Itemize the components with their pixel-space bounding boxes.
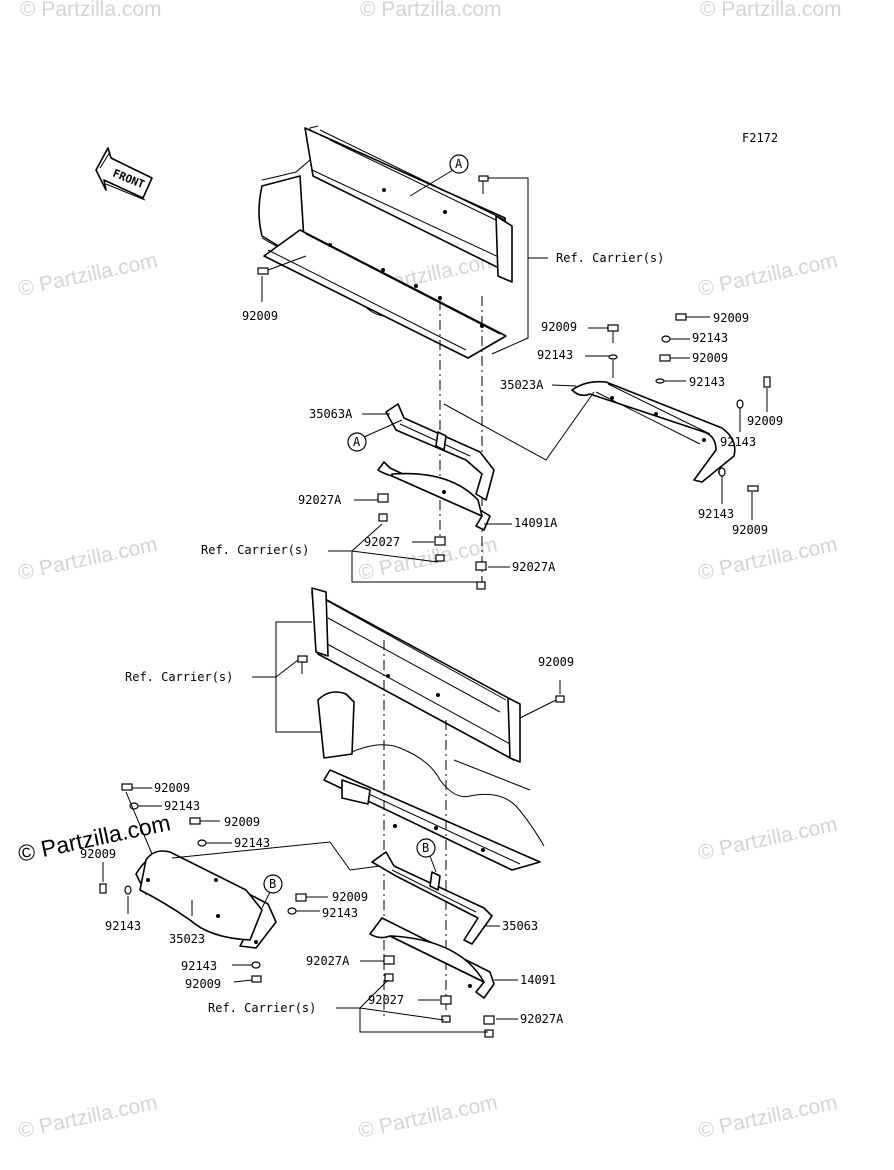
label-35063: 35063 <box>502 919 538 933</box>
watermark: © Partzilla.com <box>360 0 502 21</box>
watermark: © Partzilla.com <box>696 249 839 301</box>
label-35023: 35023 <box>169 932 205 946</box>
label-ref-carrier: Ref. Carrier(s) <box>556 251 664 265</box>
label-92143: 92143 <box>234 836 270 850</box>
label-ref-carrier: Ref. Carrier(s) <box>208 1001 316 1015</box>
watermark: © Partzilla.com <box>16 1091 159 1143</box>
label-92009: 92009 <box>80 847 116 861</box>
callout-a-top: A <box>409 154 469 197</box>
fender-35023a <box>571 380 736 483</box>
label-92009: 92009 <box>154 781 190 795</box>
lower-carrier-body <box>311 587 545 871</box>
bolt-icon <box>297 655 308 674</box>
bolt-icon <box>478 175 489 194</box>
nut-icon <box>383 955 495 1038</box>
label-92143: 92143 <box>689 375 725 389</box>
label-ref-carrier: Ref. Carrier(s) <box>125 670 233 684</box>
label-92027a: 92027A <box>298 493 342 507</box>
label-92009: 92009 <box>732 523 768 537</box>
bracket-35063 <box>371 851 493 945</box>
label-92009: 92009 <box>541 320 577 334</box>
label-92009: 92009 <box>242 309 278 323</box>
label-92143: 92143 <box>698 507 734 521</box>
label-92009: 92009 <box>224 815 260 829</box>
watermark: © Partzilla.com <box>696 813 839 865</box>
nut-icon <box>377 493 487 590</box>
bracket-35063a <box>385 403 495 501</box>
screw-icon <box>555 695 565 703</box>
label-92143: 92143 <box>537 348 573 362</box>
label-92027a: 92027A <box>512 560 556 574</box>
label-92143: 92143 <box>164 799 200 813</box>
label-14091a: 14091A <box>514 516 558 530</box>
svg-text:B: B <box>269 877 276 891</box>
label-92143: 92143 <box>720 435 756 449</box>
watermark: © Partzilla.com <box>20 0 162 21</box>
guard-14091a <box>377 461 491 531</box>
label-ref-carrier: Ref. Carrier(s) <box>201 543 309 557</box>
svg-text:A: A <box>353 435 361 449</box>
label-92009: 92009 <box>747 414 783 428</box>
svg-text:B: B <box>422 841 429 855</box>
label-92143: 92143 <box>692 331 728 345</box>
watermark: © Partzilla.com <box>16 533 159 585</box>
watermark: © Partzilla.com <box>356 1091 499 1143</box>
label-92009: 92009 <box>713 311 749 325</box>
label-92143: 92143 <box>105 919 141 933</box>
label-92009: 92009 <box>692 351 728 365</box>
guard-14091 <box>369 917 495 999</box>
label-92143: 92143 <box>181 959 217 973</box>
watermark: © Partzilla.com <box>16 249 159 301</box>
screw-icon <box>99 783 307 983</box>
screw-icon <box>257 267 269 275</box>
upper-carrier-body <box>258 125 513 359</box>
screw-icon <box>607 313 771 492</box>
front-arrow-icon: FRONT <box>95 147 153 201</box>
callout-b-fender: B <box>261 874 283 909</box>
label-92009: 92009 <box>538 655 574 669</box>
callout-b-bracket: B <box>416 838 437 873</box>
watermark: © Partzilla.com <box>696 1091 839 1143</box>
fender-35023 <box>135 850 277 949</box>
svg-text:A: A <box>455 157 463 171</box>
label-92027a: 92027A <box>306 954 350 968</box>
watermark: © Partzilla.com <box>700 0 842 21</box>
figure-code: F2172 <box>742 131 778 145</box>
label-14091: 14091 <box>520 973 556 987</box>
label-92027: 92027 <box>364 535 400 549</box>
label-92027a: 92027A <box>520 1012 564 1026</box>
label-92143: 92143 <box>322 906 358 920</box>
label-35023a: 35023A <box>500 378 544 392</box>
label-92009: 92009 <box>332 890 368 904</box>
label-92027: 92027 <box>368 993 404 1007</box>
label-92009: 92009 <box>185 977 221 991</box>
label-35063a: 35063A <box>309 407 353 421</box>
callout-a-bracket: A <box>347 419 403 452</box>
watermark: © Partzilla.com <box>696 533 839 585</box>
